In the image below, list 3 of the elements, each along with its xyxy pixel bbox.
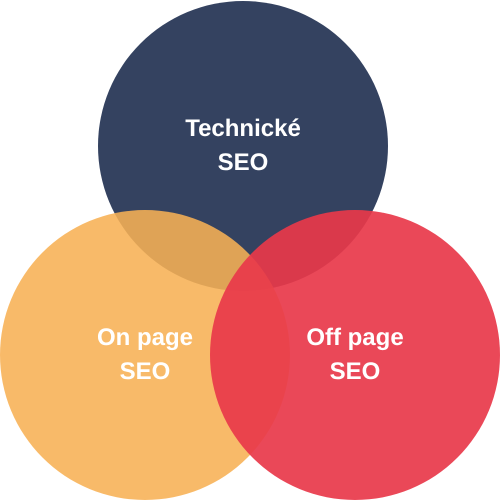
- circle-label: Off page SEO: [305, 323, 405, 387]
- circle-label: On page SEO: [96, 323, 194, 387]
- circle-label: Technické SEO: [184, 114, 302, 178]
